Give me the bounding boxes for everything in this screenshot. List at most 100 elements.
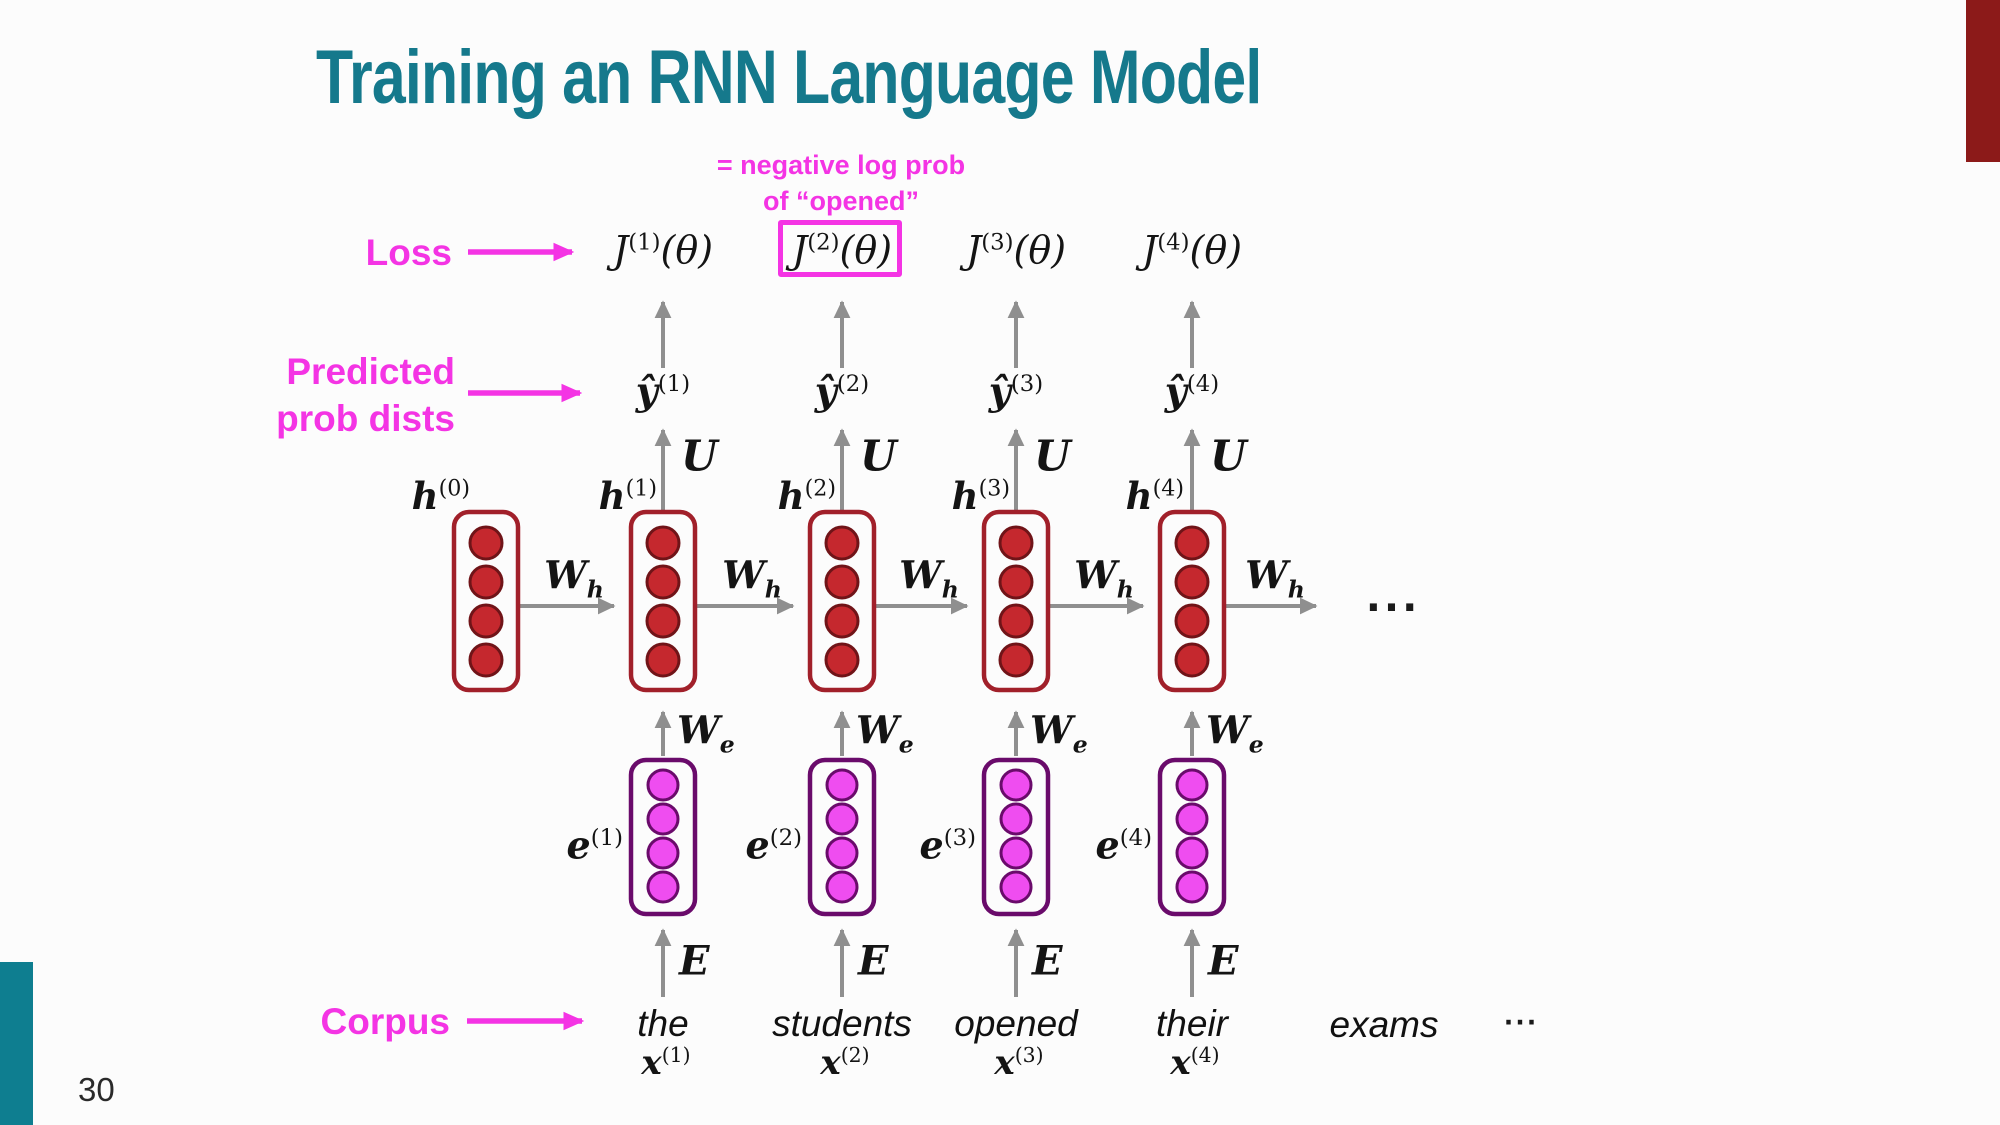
yhat-label-3: ŷ(3) [989, 369, 1043, 414]
hidden-unit [1174, 642, 1210, 678]
embedding-unit [646, 768, 680, 802]
loss-symbol: J [612, 228, 629, 272]
corpus-row-label: Corpus [320, 1001, 451, 1042]
corpus-word-4: their [1156, 1003, 1228, 1044]
loss-highlight-box [778, 220, 902, 277]
yhat-label-2: ŷ(2) [815, 369, 869, 414]
w-symbol: W [722, 552, 765, 598]
embedding-box-1 [628, 757, 698, 917]
annotation-arrows [467, 242, 585, 1031]
e-matrix-label-1: E [679, 938, 710, 985]
x-symbol: x [1170, 1043, 1191, 1084]
loss-superscript: (3) [981, 229, 1014, 256]
w-subscript: h [764, 575, 782, 604]
embedding-unit [646, 870, 680, 904]
embedding-unit [1175, 768, 1209, 802]
we-weight-label-2: We [856, 708, 914, 759]
e-matrix-label-3: E [1032, 938, 1063, 985]
w-symbol: W [1206, 707, 1249, 753]
hidden-superscript: (1) [625, 475, 657, 502]
x-symbol: x [641, 1043, 662, 1084]
yhat-symbol: ŷ [1164, 368, 1187, 414]
embedding-label-4: e(4) [1096, 823, 1152, 868]
u-weight-label-4: U [1210, 432, 1247, 481]
loss-argument: (θ) [1189, 228, 1243, 272]
loss-superscript: (1) [628, 229, 661, 256]
predicted-prob-label: Predicted prob dists [276, 348, 455, 442]
hidden-chain-ellipsis: ... [1365, 575, 1421, 621]
hidden-unit [645, 525, 681, 561]
embedding-unit [999, 870, 1033, 904]
hidden-unit [468, 603, 504, 639]
hidden-state-box-0 [451, 509, 521, 693]
hidden-unit [468, 564, 504, 600]
hidden-unit [645, 564, 681, 600]
note-negative-log-prob: = negative log prob of “opened” [717, 147, 965, 219]
embedding-unit [646, 802, 680, 836]
loss-argument: (θ) [839, 228, 893, 272]
hidden-superscript: (4) [1152, 475, 1184, 502]
embedding-box-2 [807, 757, 877, 917]
embedding-unit [646, 836, 680, 870]
loss-term-4: J(4)(θ) [1142, 228, 1242, 272]
embedding-unit [825, 870, 859, 904]
embedding-nodes [628, 757, 1227, 917]
e-matrix-label-4: E [1208, 938, 1239, 985]
x-input-label-4: x(4) [1170, 1043, 1219, 1083]
hidden-unit [468, 525, 504, 561]
hidden-unit [1174, 603, 1210, 639]
yhat-symbol: ŷ [814, 368, 837, 414]
loss-term-2: J(2)(θ) [792, 228, 892, 272]
embedding-box-3 [981, 757, 1051, 917]
corpus-word-5: exams [1329, 1004, 1439, 1045]
yhat-superscript: (1) [657, 370, 691, 397]
hidden-unit [1174, 525, 1210, 561]
u-weight-label-3: U [1034, 432, 1071, 481]
yhat-label-4: ŷ(4) [1165, 369, 1219, 414]
w-subscript: e [898, 730, 914, 759]
corpus-word-1: the [637, 1003, 689, 1044]
hidden-label-0: h(0) [412, 474, 470, 518]
embedding-label-1: e(1) [567, 823, 623, 868]
w-subscript: h [586, 575, 604, 604]
w-symbol: W [677, 707, 720, 753]
w-subscript: h [1287, 575, 1305, 604]
x-input-label-2: x(2) [820, 1043, 869, 1083]
embedding-unit [825, 768, 859, 802]
wh-weight-label-4: Wh [1245, 553, 1305, 604]
w-symbol: W [1074, 552, 1117, 598]
yhat-superscript: (3) [1010, 370, 1044, 397]
x-symbol: x [820, 1043, 841, 1084]
embedding-symbol: e [1095, 822, 1120, 868]
hidden-unit [468, 642, 504, 678]
w-symbol: W [544, 552, 587, 598]
u-symbol: U [681, 431, 718, 481]
embedding-superscript: (2) [769, 824, 802, 851]
w-symbol: W [1245, 552, 1288, 598]
yhat-label-1: ŷ(1) [636, 369, 690, 414]
hidden-superscript: (2) [804, 475, 836, 502]
e-matrix-symbol: E [679, 937, 710, 985]
e-matrix-symbol: E [1032, 937, 1063, 985]
hidden-unit [1174, 564, 1210, 600]
wh-weight-label-1: Wh [722, 553, 782, 604]
we-weight-label-4: We [1206, 708, 1264, 759]
u-symbol: U [1034, 431, 1071, 481]
embedding-superscript: (1) [590, 824, 623, 851]
yhat-superscript: (4) [1186, 370, 1220, 397]
w-symbol: W [1030, 707, 1073, 753]
e-matrix-label-2: E [858, 938, 889, 985]
hidden-symbol: h [411, 474, 439, 518]
hidden-state-box-4 [1157, 509, 1227, 693]
loss-superscript: (2) [807, 229, 840, 256]
embedding-superscript: (3) [943, 824, 976, 851]
corner-accent-red [1966, 0, 2000, 162]
we-weight-label-3: We [1030, 708, 1088, 759]
w-subscript: h [941, 575, 959, 604]
vertical-arrows [654, 300, 1201, 997]
predicted-label-line-2: prob dists [276, 398, 455, 439]
loss-row-label: Loss [365, 232, 452, 273]
embedding-unit [999, 768, 1033, 802]
